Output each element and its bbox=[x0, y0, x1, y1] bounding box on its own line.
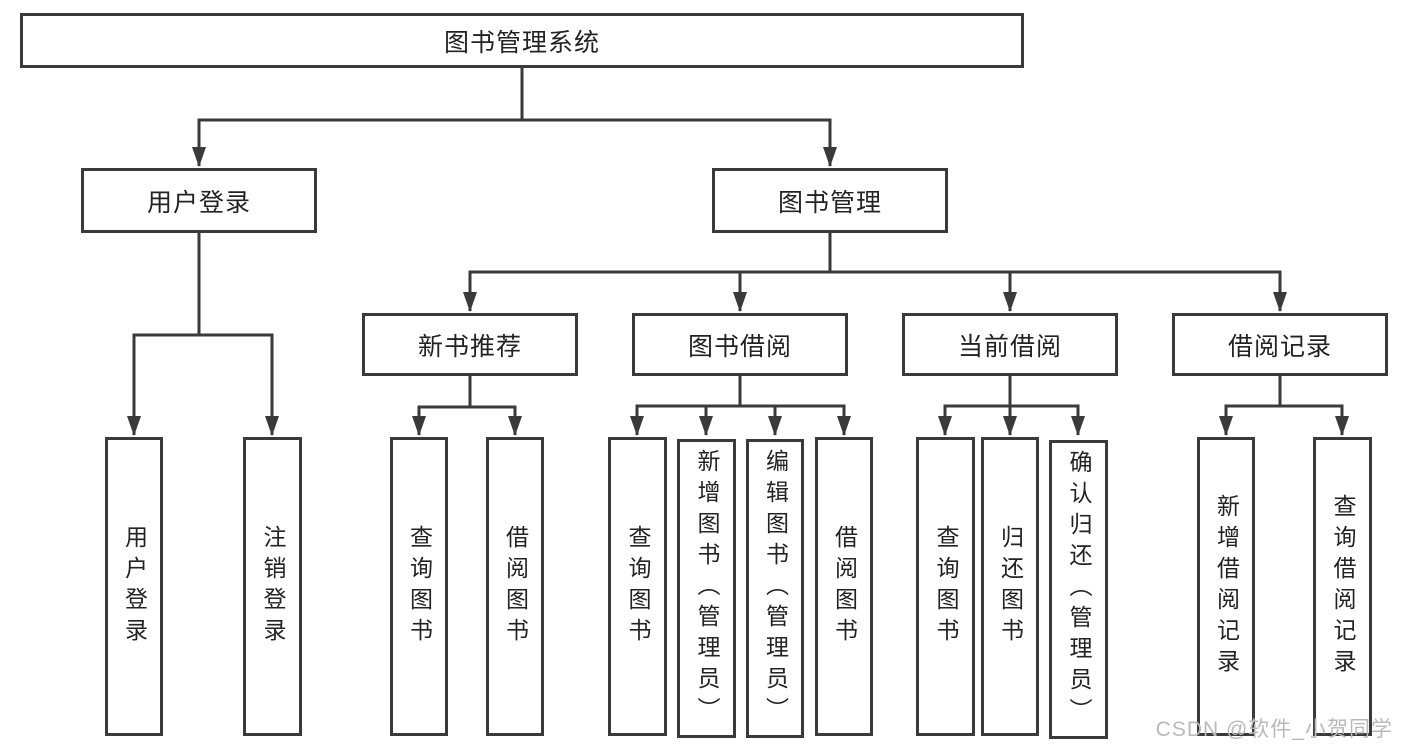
node-library-system: 图书管理系统 bbox=[20, 13, 1024, 68]
leaf-query-books-1: 查询图书 bbox=[390, 437, 448, 736]
node-borrowing-records-label: 借阅记录 bbox=[1227, 332, 1332, 361]
node-current-borrowing-label: 当前借阅 bbox=[957, 332, 1062, 361]
leaf-logout: 注销登录 bbox=[243, 437, 302, 736]
leaf-query-books-1-label: 查询图书 bbox=[406, 524, 433, 649]
leaf-query-borrow-record: 查询借阅记录 bbox=[1313, 437, 1372, 736]
node-book-management: 图书管理 bbox=[712, 168, 948, 233]
leaf-add-book-admin: 新增图书（管理员） bbox=[677, 439, 736, 738]
leaf-query-books-3-label: 查询图书 bbox=[933, 524, 959, 649]
leaf-add-borrow-record-label: 新增借阅记录 bbox=[1213, 493, 1240, 680]
node-user-login: 用户登录 bbox=[81, 168, 317, 233]
leaf-return-books: 归还图书 bbox=[981, 437, 1039, 736]
node-user-login-label: 用户登录 bbox=[146, 188, 251, 217]
leaf-edit-book-admin: 编辑图书（管理员） bbox=[746, 439, 804, 738]
leaf-logout-label: 注销登录 bbox=[260, 524, 286, 649]
leaf-borrow-books-1: 借阅图书 bbox=[486, 437, 544, 736]
leaf-confirm-return-admin: 确认归还（管理员） bbox=[1049, 440, 1108, 739]
node-borrowing-records: 借阅记录 bbox=[1172, 313, 1388, 376]
leaf-query-books-3: 查询图书 bbox=[916, 437, 975, 736]
leaf-query-books-2-label: 查询图书 bbox=[625, 524, 651, 649]
node-library-system-label: 图书管理系统 bbox=[443, 28, 600, 57]
leaf-user-login: 用户登录 bbox=[105, 437, 163, 736]
leaf-borrow-books-2: 借阅图书 bbox=[815, 437, 873, 736]
leaf-borrow-books-1-label: 借阅图书 bbox=[502, 524, 529, 649]
node-book-management-label: 图书管理 bbox=[777, 188, 882, 217]
node-new-book-recommend: 新书推荐 bbox=[362, 313, 578, 376]
leaf-query-books-2: 查询图书 bbox=[608, 437, 667, 736]
leaf-user-login-label: 用户登录 bbox=[121, 524, 148, 649]
node-book-borrowing: 图书借阅 bbox=[632, 313, 848, 376]
csdn-watermark: CSDN @软件_小贺同学 bbox=[1155, 718, 1393, 741]
leaf-confirm-return-admin-label: 确认归还（管理员） bbox=[1066, 450, 1092, 729]
leaf-borrow-books-2-label: 借阅图书 bbox=[831, 524, 858, 649]
node-book-borrowing-label: 图书借阅 bbox=[687, 332, 792, 361]
leaf-add-book-admin-label: 新增图书（管理员） bbox=[694, 449, 720, 728]
node-new-book-recommend-label: 新书推荐 bbox=[417, 332, 522, 361]
leaf-edit-book-admin-label: 编辑图书（管理员） bbox=[762, 449, 789, 728]
node-current-borrowing: 当前借阅 bbox=[902, 313, 1118, 376]
leaf-return-books-label: 归还图书 bbox=[997, 524, 1024, 649]
leaf-query-borrow-record-label: 查询借阅记录 bbox=[1330, 493, 1356, 680]
leaf-add-borrow-record: 新增借阅记录 bbox=[1197, 437, 1255, 736]
